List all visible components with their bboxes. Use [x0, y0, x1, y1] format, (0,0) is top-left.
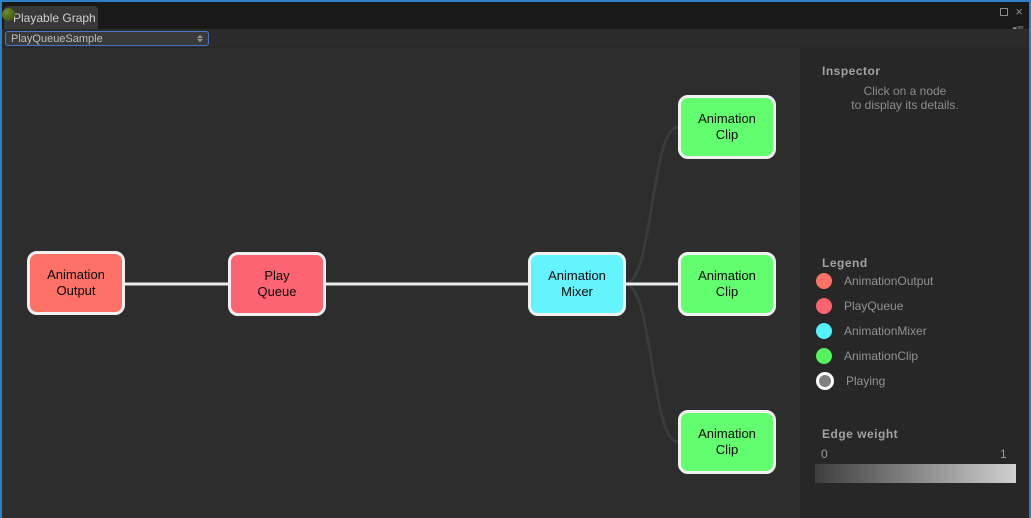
legend-dot-icon: [816, 298, 832, 314]
tab-bar: Playable Graph × ▾ ≡: [2, 2, 1029, 36]
node-animation-clip-top[interactable]: Animation Clip: [678, 95, 776, 159]
legend-item-animation-clip: AnimationClip: [816, 348, 918, 364]
dropdown-arrows-icon: [197, 35, 203, 42]
node-animation-clip-middle[interactable]: Animation Clip: [678, 252, 776, 316]
maximize-icon[interactable]: [1000, 7, 1009, 16]
tab-playable-graph[interactable]: Playable Graph: [4, 6, 98, 29]
edge-weight-max: 1: [1000, 447, 1007, 461]
legend-dot-icon: [816, 323, 832, 339]
graph-canvas[interactable]: Animation Output Play Queue Animation Mi…: [2, 48, 800, 518]
legend-title: Legend: [822, 256, 868, 270]
edges-layer: [125, 125, 679, 444]
legend-dot-icon: [816, 348, 832, 364]
node-label: Mixer: [561, 284, 593, 299]
node-play-queue[interactable]: Play Queue: [228, 252, 326, 316]
node-animation-output[interactable]: Animation Output: [27, 251, 125, 315]
close-icon[interactable]: ×: [1015, 4, 1023, 19]
node-label: Output: [56, 283, 96, 298]
legend-dot-icon: [816, 273, 832, 289]
node-label: Animation: [698, 111, 756, 126]
node-label: Animation: [698, 426, 756, 441]
node-label: Clip: [715, 127, 739, 142]
graph-selector-dropdown[interactable]: PlayQueueSample: [5, 31, 209, 46]
side-panel: Inspector Click on a node to display its…: [800, 48, 1029, 518]
node-label: Clip: [715, 284, 739, 299]
legend-item-play-queue: PlayQueue: [816, 298, 903, 314]
node-label: Queue: [257, 284, 297, 299]
node-label: Animation: [698, 268, 756, 283]
chevron-down-icon: ▾: [1012, 24, 1016, 35]
edge-mixer-to-clip-top: [624, 125, 679, 286]
edge-weight-title: Edge weight: [822, 427, 899, 441]
node-animation-mixer[interactable]: Animation Mixer: [528, 252, 626, 316]
inspector-hint: Click on a node to display its details.: [851, 84, 959, 112]
node-label: Clip: [715, 442, 739, 457]
inspector-title: Inspector: [822, 64, 881, 78]
edge-weight-min: 0: [821, 447, 828, 461]
legend-item-animation-mixer: AnimationMixer: [816, 323, 927, 339]
toolbar: PlayQueueSample: [2, 29, 1029, 48]
tab-title: Playable Graph: [13, 10, 96, 25]
legend-item-animation-output: AnimationOutput: [816, 273, 933, 289]
edge-mixer-to-clip-bottom: [624, 282, 679, 444]
graph-selector-value: PlayQueueSample: [11, 32, 103, 45]
node-animation-clip-bottom[interactable]: Animation Clip: [678, 410, 776, 474]
node-label: Animation: [548, 268, 606, 283]
window-status-dot-icon: [2, 8, 15, 21]
edge-weight-gradient-bar: [815, 464, 1016, 483]
node-label: Play: [264, 268, 290, 283]
legend-item-playing: Playing: [816, 372, 885, 390]
legend-dot-icon: [816, 372, 834, 390]
node-label: Animation: [47, 267, 105, 282]
